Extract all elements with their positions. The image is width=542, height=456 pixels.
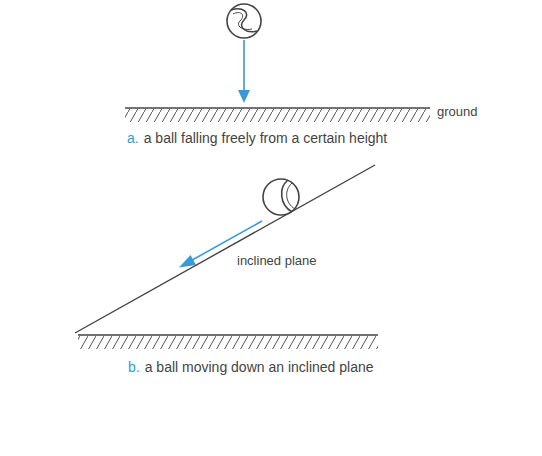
plane-label: inclined plane: [237, 253, 317, 269]
ball-seam: [287, 183, 295, 209]
ball-seam: [231, 9, 257, 32]
ground-label: ground: [437, 104, 477, 120]
inclined-plane: [75, 165, 375, 333]
ground-hatching: [125, 109, 430, 122]
figure-caption: a ball falling freely from a certain hei…: [144, 130, 388, 147]
figure-caption: a ball moving down an inclined plane: [145, 359, 374, 376]
motion-arrow: [243, 40, 245, 92]
ground-hatching: [78, 336, 378, 349]
falling-ball: [227, 4, 261, 38]
arrow-head: [238, 90, 250, 103]
ground-line: [125, 107, 430, 108]
rolling-ball: [263, 179, 299, 215]
arrow-head: [179, 255, 196, 268]
figure-letter: b.: [128, 359, 140, 376]
ball-seam: [233, 13, 252, 30]
figure-letter: a.: [127, 130, 139, 147]
ground-line: [78, 334, 378, 335]
